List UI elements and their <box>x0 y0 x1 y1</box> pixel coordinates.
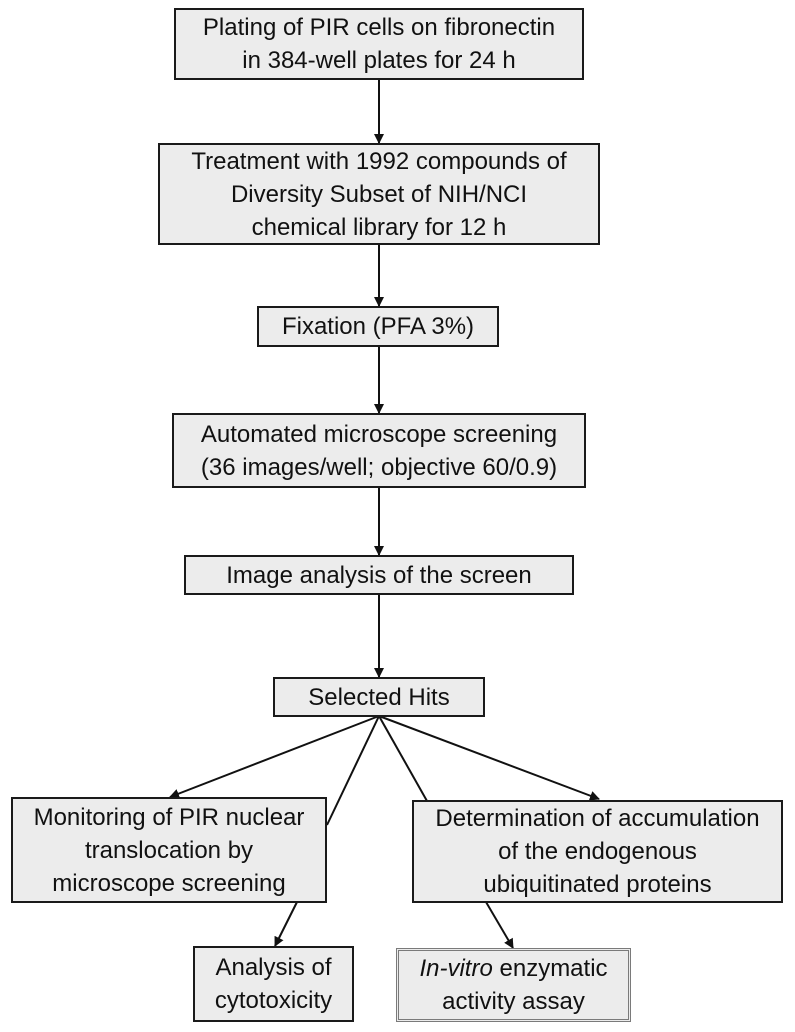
step-plating-line-1: Plating of PIR cells on fibronectin <box>202 14 556 41</box>
step-monitoring: Monitoring of PIR nuclear translocation … <box>11 797 327 903</box>
step-monitoring-line-1: Monitoring of PIR nuclear <box>33 803 305 831</box>
step-monitoring-line-2: translocation by <box>84 836 254 864</box>
arrow-hits-to-determination <box>378 715 600 801</box>
step-cytotoxicity-line-2: cytotoxicity <box>214 987 333 1014</box>
step-image-analysis: Image analysis of the screen <box>184 555 574 595</box>
enzymatic-text: enzymatic <box>492 955 608 982</box>
line-hits-to-cytotoxicity-branch <box>326 715 380 826</box>
arrow-determination-to-enzymatic <box>485 901 514 949</box>
step-treatment: Treatment with 1992 compounds of Diversi… <box>158 143 600 245</box>
step-determination-line-2: of the endogenous <box>498 838 697 865</box>
step-cytotoxicity-line-1: Analysis of <box>215 954 332 981</box>
step-selected-hits-line-1: Selected Hits <box>308 683 450 711</box>
step-determination-line-1: Determination of accumulation <box>435 805 760 832</box>
step-enzymatic-assay: In-vitro enzymatic activity assay <box>396 948 631 1022</box>
step-determination: Determination of accumulation of the end… <box>412 800 783 903</box>
step-plating-line-2: in 384-well plates for 24 h <box>242 47 516 74</box>
step-treatment-line-2: Diversity Subset of NIH/NCI <box>230 180 528 208</box>
step-enzymatic-line-2: activity assay <box>442 988 585 1015</box>
line-hits-to-determination-branch <box>378 715 428 802</box>
step-determination-line-3: ubiquitinated proteins <box>483 871 712 898</box>
step-fixation: Fixation (PFA 3%) <box>257 306 499 347</box>
step-microscopy-line-2: (36 images/well; objective 60/0.9) <box>200 453 558 481</box>
arrow-hits-to-monitoring <box>169 715 380 799</box>
step-enzymatic-line-1: In-vitro enzymatic <box>419 952 607 985</box>
step-microscopy-line-1: Automated microscope screening <box>200 420 558 448</box>
step-plating: Plating of PIR cells on fibronectin in 3… <box>174 8 584 80</box>
step-cytotoxicity: Analysis of cytotoxicity <box>193 946 354 1022</box>
step-selected-hits: Selected Hits <box>273 677 485 717</box>
step-treatment-line-1: Treatment with 1992 compounds of <box>191 147 567 175</box>
step-fixation-line-1: Fixation (PFA 3%) <box>281 313 475 340</box>
step-image-analysis-line-1: Image analysis of the screen <box>226 561 532 589</box>
step-treatment-line-3: chemical library for 12 h <box>251 213 507 241</box>
step-microscopy: Automated microscope screening (36 image… <box>172 413 586 488</box>
arrow-monitoring-to-cytotoxicity <box>274 901 298 947</box>
step-monitoring-line-3: microscope screening <box>52 869 286 897</box>
in-vitro-italic-text: In-vitro <box>419 955 493 982</box>
